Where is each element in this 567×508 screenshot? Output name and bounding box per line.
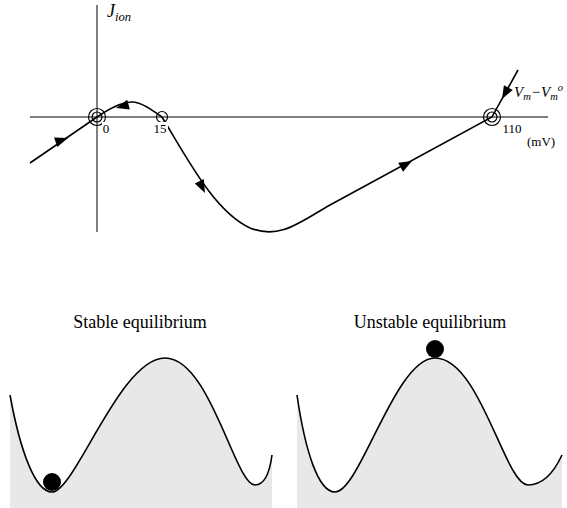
label-part: o [558,82,563,93]
landscape-fill [297,358,562,508]
landscape-fill [10,358,272,508]
landscape-outline [10,358,272,492]
label-part: m [523,91,531,102]
y-axis [97,5,98,232]
ball [426,340,444,358]
current-voltage-curve [30,70,518,232]
landscape-outline [297,358,562,492]
stable-point [92,112,102,122]
arrowhead [398,157,414,172]
equilibrium-markers [89,109,501,126]
label-part: (mV) [527,134,555,149]
arrowhead [195,179,210,195]
label-part: Unstable equilibrium [354,312,506,332]
label-part: Stable equilibrium [73,312,206,332]
arrowhead [115,100,130,113]
label-part: 15 [154,121,167,136]
label-part: J [107,1,115,21]
label-part: m [550,91,558,102]
tick-label: 0 [102,122,111,136]
flow-arrows [54,85,513,195]
tick-label: 110 [501,122,522,136]
unstable-point [157,112,168,123]
label-part: V [514,84,523,100]
label-part: ion [115,10,131,24]
tick-label: 15 [153,122,168,136]
panel-caption: Stable equilibrium [72,313,207,333]
unit-label: (mV) [526,135,556,149]
label-part: −V [531,84,550,100]
label-part: 110 [502,121,521,136]
x-axis [30,117,548,118]
arrowhead [498,85,513,101]
axis-title: Jion [106,2,132,25]
panel-caption: Unstable equilibrium [353,313,507,333]
axis-title: Vm−Vmo [513,82,564,103]
arrowhead [54,133,70,147]
ball [43,473,61,491]
stable-point [484,109,501,126]
label-part: 0 [103,121,110,136]
stable-point [487,112,497,122]
